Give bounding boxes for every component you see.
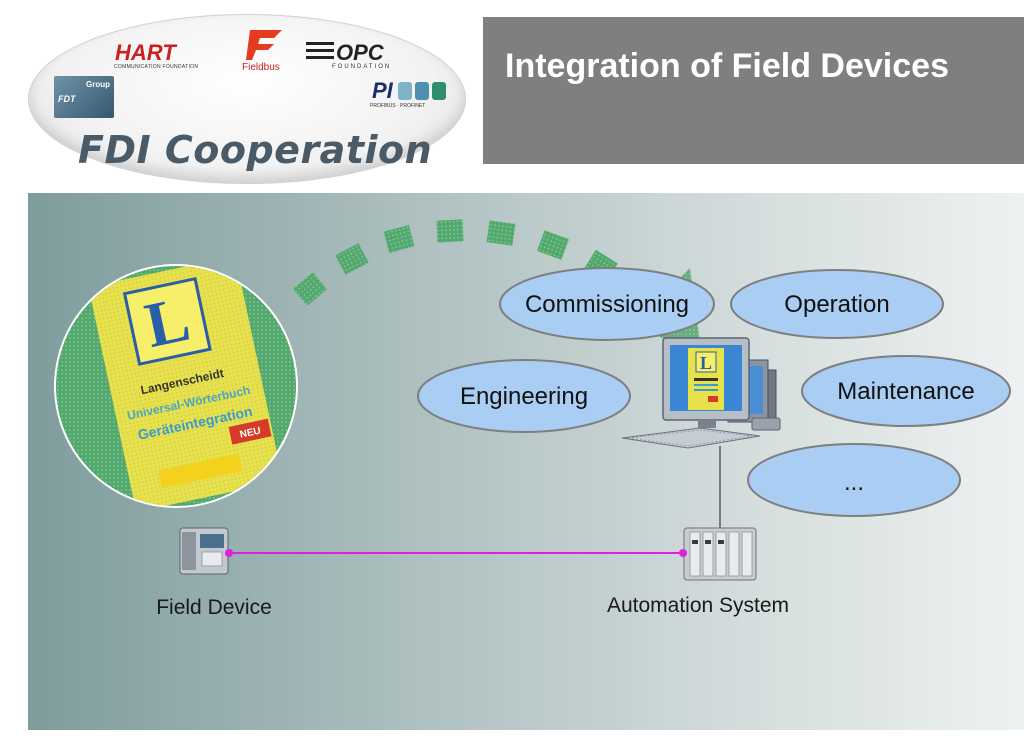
opc-logo-icon [306,42,334,59]
fieldbus-endpoint-left [225,549,233,557]
field-device-icon [179,527,229,575]
fdt-logo: FDT [58,94,76,104]
task-engineering: Engineering [417,359,631,433]
task-commissioning-label: Commissioning [525,291,689,318]
monitor-book-letter: L [700,353,712,373]
page-title: Integration of Field Devices [505,47,949,85]
field-device-label: Field Device [156,596,272,619]
pi-logo-subtitle: PROFIBUS · PROFINET [370,103,426,109]
fieldbus-logo-icon [246,30,282,60]
task-maintenance: Maintenance [801,355,1011,427]
book-badge [228,418,272,445]
fieldbus-logo: Fieldbus [242,62,280,73]
automation-system-label: Automation System [607,594,789,617]
task-operation: Operation [730,269,944,339]
task-more: ... [747,443,961,517]
opc-logo: OPC [336,40,384,65]
logo-caption: FDI Cooperation [78,128,433,172]
fieldbus-endpoint-right [679,549,687,557]
fdt-logo-box [54,76,114,118]
automation-system-icon [683,527,757,581]
task-commissioning: Commissioning [499,267,715,341]
book-label-strip [158,453,243,489]
fdt-logo-group: Group [86,80,110,89]
task-more-label: ... [844,469,864,496]
pi-logo: PI [372,78,393,103]
task-operation-label: Operation [784,291,889,318]
title-block: Integration of Field Devices [483,17,1024,164]
computer-workstation-icon: L [621,337,781,449]
hart-logo: HART [115,40,176,65]
pi-logo-icon [398,82,446,100]
opc-logo-subtitle: FOUNDATION [332,64,392,70]
book-badge-text: NEU [239,426,262,441]
task-maintenance-label: Maintenance [837,378,974,405]
task-engineering-label: Engineering [460,383,588,410]
hart-logo-subtitle: COMMUNICATION FOUNDATION [114,64,199,70]
book-logo-box [122,276,212,366]
device-integration-circle: L Langenscheidt Universal-Wörterbuch Ger… [54,264,298,508]
